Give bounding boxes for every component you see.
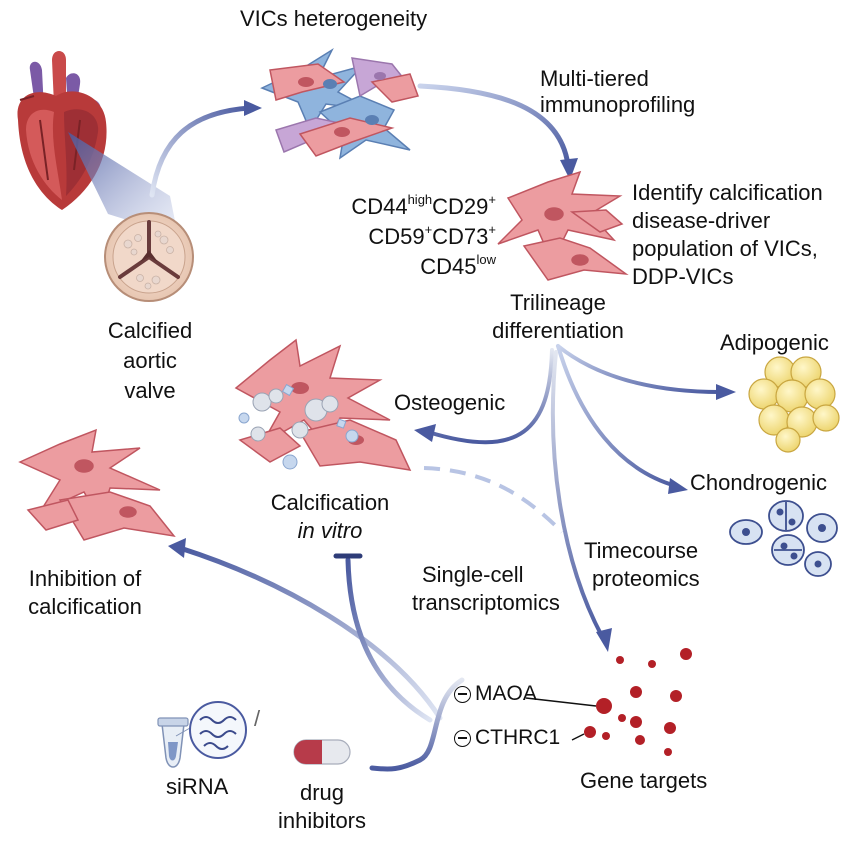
bracket-curve	[369, 677, 465, 772]
multi-tiered-label-2: immunoprofiling	[540, 92, 696, 117]
arrowhead	[560, 158, 578, 180]
marker-line-3: CD45low	[420, 251, 496, 279]
adipogenic-label: Adipogenic	[720, 330, 829, 355]
arrowhead	[168, 538, 186, 558]
osteogenic-cells	[234, 338, 412, 471]
trilineage-branches	[426, 344, 722, 642]
marker-line-1: CD44highCD29+	[351, 191, 496, 219]
inhibition-label-1: Inhibition of	[28, 566, 142, 591]
multi-tiered-label-1: Multi-tiered	[540, 66, 649, 91]
dashed-connector	[423, 466, 564, 534]
calcification-label: Calcification	[270, 490, 390, 515]
minus-circle-icon	[454, 685, 471, 703]
drug-capsule-icon	[293, 739, 351, 765]
identify-label-4: DDP-VICs	[632, 264, 734, 289]
heart-illustration	[17, 51, 107, 210]
singlecell-label-1: Single-cell	[422, 562, 524, 587]
adipocyte-cluster	[748, 356, 840, 453]
arrowhead	[596, 628, 612, 652]
trilineage-label-1: Trilineage	[510, 290, 606, 315]
chondrocyte-cluster	[729, 500, 838, 577]
arrow-valve-to-vics	[149, 105, 253, 198]
timecourse-label-1: Timecourse	[584, 538, 699, 563]
trilineage-label-2: differentiation	[492, 318, 624, 343]
arrow-to-inhibition	[177, 545, 443, 721]
sirna-tube-icon	[157, 717, 191, 768]
calcified-label-2: aortic	[123, 348, 177, 373]
zoom-beam	[68, 132, 178, 236]
arrowhead	[414, 424, 436, 442]
osteogenic-label: Osteogenic	[394, 390, 506, 415]
in-vitro-label: in vitro	[297, 518, 363, 543]
drug-label-2: inhibitors	[277, 808, 367, 833]
cthrc1-pointer	[571, 733, 585, 741]
vics-heterogeneity-cells	[260, 47, 419, 160]
calcified-valve-icon	[104, 212, 194, 302]
gene-targets-label: Gene targets	[580, 768, 708, 793]
arrow-to-ddp	[417, 83, 571, 168]
slash-separator: /	[254, 706, 261, 731]
maoa-pointer	[525, 697, 597, 707]
gene-maoa: MAOA	[454, 682, 537, 706]
sirna-label: siRNA	[166, 774, 229, 799]
vics-heterogeneity-label: VICs heterogeneity	[240, 6, 428, 31]
drug-label-1: drug	[299, 780, 345, 805]
arrowhead	[716, 384, 736, 400]
identify-label-1: Identify calcification	[632, 180, 823, 205]
inhibit-line	[345, 557, 433, 723]
timecourse-label-2: proteomics	[592, 566, 700, 591]
gene-cthrc1: CTHRC1	[454, 726, 560, 750]
identify-label-2: disease-driver	[632, 208, 771, 233]
inhibition-label-2: calcification	[28, 594, 142, 619]
chondrogenic-label: Chondrogenic	[690, 470, 827, 495]
sirna-circle-icon	[189, 701, 247, 759]
identify-label-3: population of VICs,	[632, 236, 818, 261]
ddp-vics-cells	[497, 170, 629, 281]
calcified-label-3: valve	[124, 378, 176, 403]
marker-line-2: CD59+CD73+	[368, 221, 496, 249]
minus-circle-icon	[454, 729, 471, 747]
calcified-label-1: Calcified	[107, 318, 193, 343]
singlecell-label-2: transcriptomics	[412, 590, 560, 615]
arrowhead	[244, 100, 262, 116]
inhibition-cells	[18, 428, 176, 541]
gene-target-dots	[584, 648, 692, 756]
arrowhead	[668, 478, 688, 494]
